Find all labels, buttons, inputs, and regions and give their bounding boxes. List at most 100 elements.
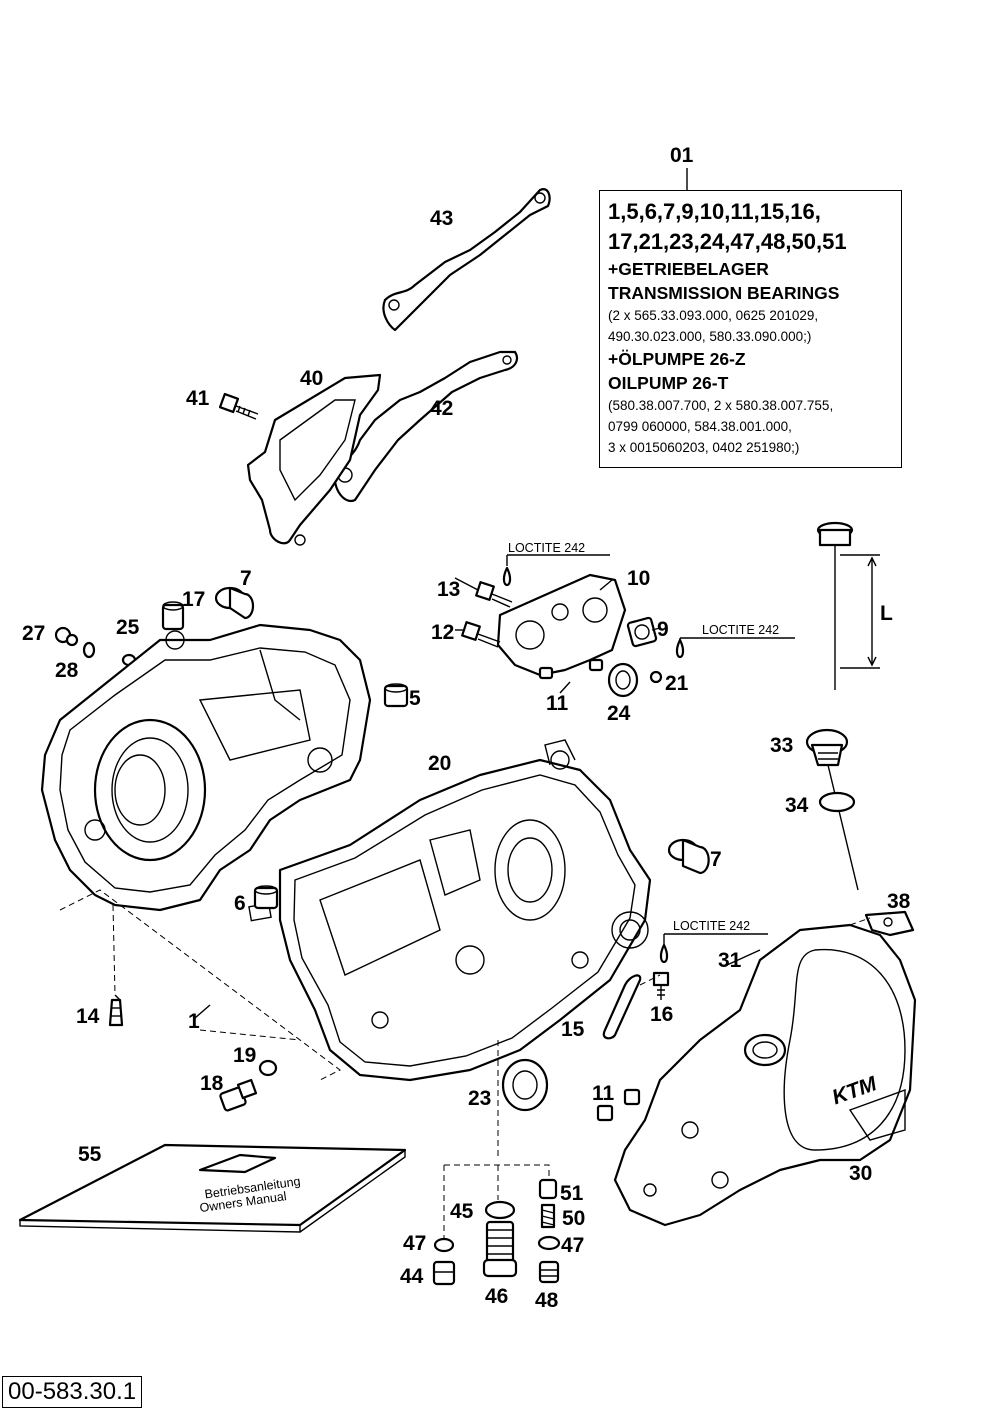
dipstick-dimension-label: L <box>880 602 893 625</box>
part-34-o-ring <box>818 791 856 813</box>
callout-17: 17 <box>182 588 205 611</box>
callout-13: 13 <box>437 578 460 601</box>
callout-21: 21 <box>665 672 689 695</box>
callout-11-pump: 11 <box>546 692 569 715</box>
part-11-dowel-pump <box>538 658 604 680</box>
kit-pump-parts-2: 0799 060000, 584.38.001.000, <box>608 419 792 434</box>
kit-contents-line-1: 1,5,6,7,9,10,11,15,16, <box>608 199 821 224</box>
part-46-oil-screen <box>482 1220 518 1278</box>
callout-43: 43 <box>430 207 453 230</box>
callout-7-top: 7 <box>240 567 252 590</box>
part-30-clutch-cover: KTM <box>613 923 917 1227</box>
part-23-ball-bearing <box>501 1058 549 1112</box>
callout-24: 24 <box>607 702 631 725</box>
part-42-chain-guide <box>333 350 519 503</box>
callout-51: 51 <box>560 1182 584 1205</box>
kit-bearings-en: TRANSMISSION BEARINGS <box>608 283 840 303</box>
loctite-label-1: LOCTITE 242 <box>508 541 585 555</box>
part-17-dowel <box>161 601 185 631</box>
callout-55: 55 <box>78 1143 102 1166</box>
assembly-dash-lines <box>59 889 871 1240</box>
kit-pump-de: +ÖLPUMPE 26-Z <box>608 349 746 369</box>
callout-47-right: 47 <box>561 1234 584 1257</box>
kit-bearings-parts-2: 490.30.023.000, 580.33.090.000;) <box>608 329 812 344</box>
loctite-label-3: LOCTITE 242 <box>673 919 750 933</box>
part-41-bolt <box>218 392 259 420</box>
callout-46: 46 <box>485 1285 508 1308</box>
part-15-cable-clip <box>602 974 642 1040</box>
callout-33: 33 <box>770 734 793 757</box>
callout-25: 25 <box>116 616 140 639</box>
part-45-o-ring <box>484 1200 516 1220</box>
part-47-seal-left <box>433 1237 455 1253</box>
callout-9: 9 <box>657 618 669 641</box>
callout-30: 30 <box>849 1162 872 1185</box>
part-dipstick <box>816 521 880 690</box>
part-44-plug <box>432 1260 456 1286</box>
callout-14: 14 <box>76 1005 100 1028</box>
callout-11-cover: 11 <box>592 1082 615 1105</box>
part-12-bolt <box>461 621 501 648</box>
loctite-label-2: LOCTITE 242 <box>702 623 779 637</box>
callout-34: 34 <box>785 794 809 817</box>
kit-pump-parts-3: 3 x 0015060203, 0402 251980;) <box>608 440 800 455</box>
part-16-bolt <box>652 971 670 1000</box>
part-19-washer <box>258 1059 278 1077</box>
part-21-screw <box>649 670 663 684</box>
part-48-plug <box>538 1260 560 1284</box>
callout-31: 31 <box>718 949 742 972</box>
callout-6: 6 <box>234 892 246 915</box>
part-43-chain-guide <box>382 188 551 332</box>
part-14-breather-nipple <box>108 998 124 1027</box>
callout-42: 42 <box>430 397 453 420</box>
callout-labels: 43 40 41 42 7 17 27 25 28 13 10 12 9 21 … <box>22 207 911 1312</box>
callout-38: 38 <box>887 890 911 913</box>
part-13-bolt <box>475 581 513 608</box>
leader-lines <box>114 577 761 1019</box>
callout-15: 15 <box>561 1018 585 1041</box>
callout-20: 20 <box>428 752 451 775</box>
part-6-dowel <box>253 885 279 910</box>
callout-19: 19 <box>233 1044 256 1067</box>
callout-10: 10 <box>627 567 650 590</box>
part-18-drain-plug <box>219 1078 258 1112</box>
kit-bearings-parts-1: (2 x 565.33.093.000, 0625 201029, <box>608 308 819 323</box>
callout-23: 23 <box>468 1087 491 1110</box>
part-right-crankcase <box>278 739 652 1082</box>
part-9-needle-bearing <box>626 616 658 648</box>
part-7-bushing-right <box>667 838 710 875</box>
part-5-dowel <box>383 683 409 708</box>
part-55-owners-manual: Betriebsanleitung Owners Manual <box>18 1143 407 1233</box>
callout-45: 45 <box>450 1200 474 1223</box>
loctite-drop-1 <box>502 566 512 587</box>
callout-12: 12 <box>431 621 454 644</box>
part-40-chain-guide <box>246 373 382 546</box>
callout-18: 18 <box>200 1072 224 1095</box>
callout-27: 27 <box>22 622 45 645</box>
callout-41: 41 <box>186 387 210 410</box>
part-38-bracket <box>864 910 915 937</box>
part-51-spring-seat <box>538 1178 558 1200</box>
part-7-bushing <box>214 586 255 620</box>
callout-40: 40 <box>300 367 323 390</box>
part-27-screw <box>54 626 79 647</box>
drawing-number: 00-583.30.1 <box>2 1376 143 1408</box>
kit-pump-parts-1: (580.38.007.700, 2 x 580.38.007.755, <box>608 398 834 413</box>
loctite-drop-3 <box>659 943 669 964</box>
part-33-oil-filler-plug <box>805 728 859 891</box>
kit-bearings-de: +GETRIEBELAGER <box>608 259 769 279</box>
loctite-drop-2 <box>675 638 685 659</box>
callout-7-right: 7 <box>710 848 722 871</box>
part-left-crankcase <box>40 623 372 922</box>
callout-50: 50 <box>562 1207 585 1230</box>
kit-pump-en: OILPUMP 26-T <box>608 373 729 393</box>
part-10-oil-pump-housing <box>496 573 627 677</box>
part-24-shaft-seal <box>607 662 639 698</box>
callout-1: 1 <box>188 1010 200 1033</box>
callout-47-left: 47 <box>403 1232 426 1255</box>
part-47-seal-right <box>537 1235 561 1251</box>
callout-16: 16 <box>650 1003 673 1026</box>
callout-48: 48 <box>535 1289 559 1312</box>
part-28-washer <box>82 641 96 659</box>
callout-5: 5 <box>409 687 421 710</box>
